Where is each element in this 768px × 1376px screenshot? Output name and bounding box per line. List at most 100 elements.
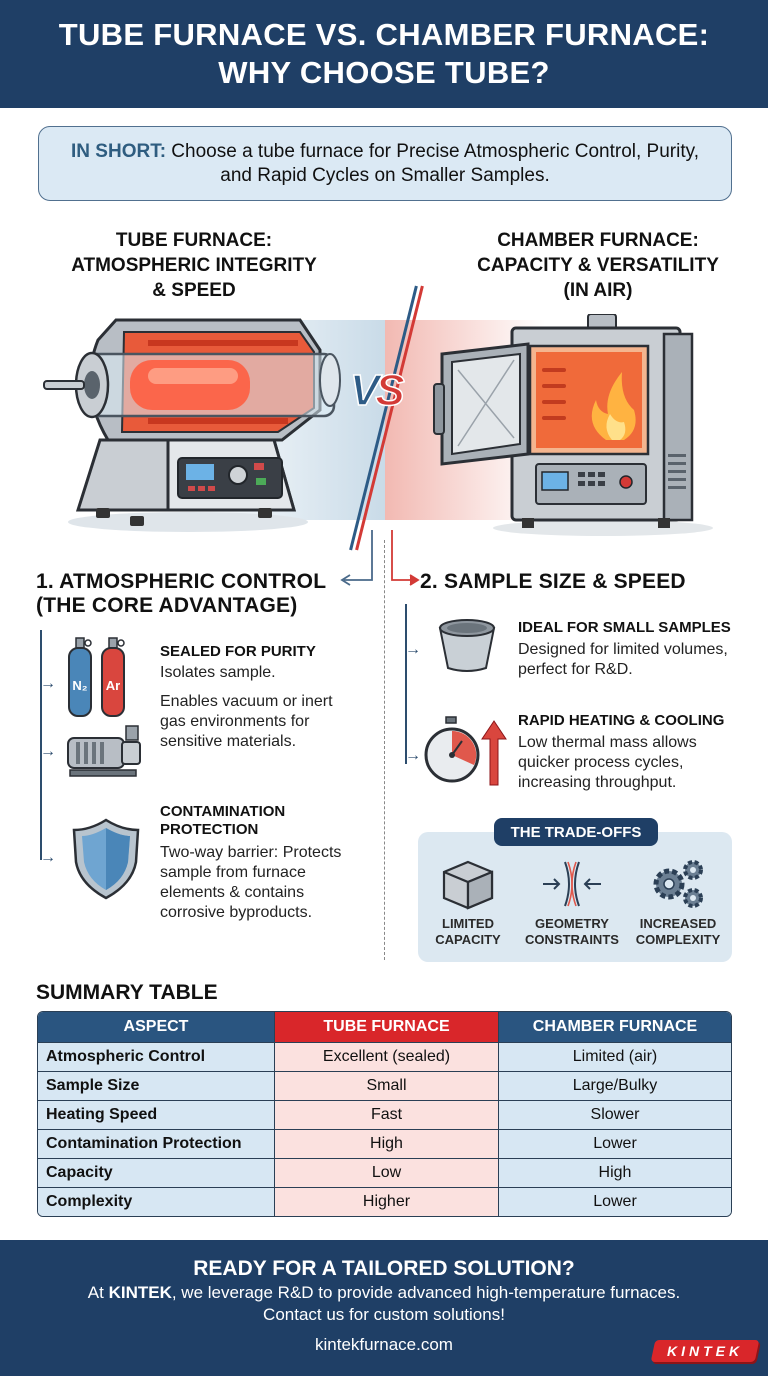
section-atmospheric-control-title: 1. ATMOSPHERIC CONTROL (THE CORE ADVANTA… xyxy=(36,570,366,618)
chamber-cell: Lower xyxy=(499,1187,731,1216)
in-short-box: IN SHORT: Choose a tube furnace for Prec… xyxy=(38,126,732,201)
cta-line-2: Contact us for custom solutions! xyxy=(263,1305,505,1324)
table-row: Heating Speed Fast Slower xyxy=(38,1100,731,1129)
tube-cell: Low xyxy=(275,1158,499,1187)
table-row: Sample Size Small Large/Bulky xyxy=(38,1071,731,1100)
kintek-logo: KINTEK xyxy=(650,1340,760,1362)
table-row: Contamination Protection High Lower xyxy=(38,1129,731,1158)
cta-line-1: At KINTEK, we leverage R&D to provide ad… xyxy=(0,1282,768,1304)
rapid-heating-title: RAPID HEATING & COOLING xyxy=(518,712,725,729)
contamination-title-line-2: PROTECTION xyxy=(160,821,259,838)
svg-text:Ar: Ar xyxy=(106,678,120,693)
chamber-heading-line-2: CAPACITY & VERSATILITY xyxy=(477,255,719,276)
tradeoffs-badge: THE TRADE-OFFS xyxy=(494,818,658,846)
section1-title-line-2: (THE CORE ADVANTAGE) xyxy=(36,594,298,617)
section-connector-lines xyxy=(340,530,420,586)
sealed-for-purity-desc-1: Isolates sample. xyxy=(160,664,276,681)
tube-cell: Excellent (sealed) xyxy=(275,1042,499,1071)
website-link[interactable]: kintekfurnace.com xyxy=(315,1335,453,1354)
page-header: TUBE FURNACE VS. CHAMBER FURNACE: WHY CH… xyxy=(0,0,768,108)
table-header-row: ASPECT TUBE FURNACE CHAMBER FURNACE xyxy=(38,1012,731,1042)
stopwatch-icon xyxy=(424,716,507,786)
footer-cta: READY FOR A TAILORED SOLUTION? At KINTEK… xyxy=(0,1240,768,1376)
aspect-cell: Sample Size xyxy=(38,1071,275,1100)
branch-arrow-icon: → xyxy=(40,849,56,866)
page-title-line-2: WHY CHOOSE TUBE? xyxy=(218,55,550,90)
tube-furnace-icon xyxy=(43,318,341,532)
tradeoff-label-line-2: CAPACITY xyxy=(435,932,501,947)
furnace-comparison-illustration: VS xyxy=(0,285,768,551)
table-row: Capacity Low High xyxy=(38,1158,731,1187)
tube-furnace-heading: TUBE FURNACE: ATMOSPHERIC INTEGRITY & SP… xyxy=(34,228,354,303)
chamber-heading-line-3: (IN AIR) xyxy=(563,280,633,301)
tube-cell: High xyxy=(275,1129,499,1158)
vacuum-pump-icon xyxy=(67,725,141,777)
tradeoff-label-line-2: CONSTRAINTS xyxy=(525,932,619,947)
cta-heading: READY FOR A TAILORED SOLUTION? xyxy=(193,1257,575,1280)
center-dashed-divider xyxy=(384,540,385,960)
in-short-lead: IN SHORT: xyxy=(71,140,167,162)
kintek-logo-text: KINTEK xyxy=(666,1343,744,1359)
vs-label: VS xyxy=(349,365,406,416)
section1-title-line-1: 1. ATMOSPHERIC CONTROL xyxy=(36,570,327,593)
shield-icon xyxy=(72,818,140,900)
summary-table: ASPECT TUBE FURNACE CHAMBER FURNACE Atmo… xyxy=(37,1011,732,1217)
rapid-heating-desc: Low thermal mass allows quicker process … xyxy=(518,734,697,791)
tradeoff-label-line-1: INCREASED xyxy=(639,916,717,931)
section1-tree-line xyxy=(40,630,42,860)
header-aspect: ASPECT xyxy=(38,1012,275,1042)
sealed-for-purity-desc-2: Enables vacuum or inert gas environments… xyxy=(160,693,333,750)
chamber-cell: Limited (air) xyxy=(499,1042,731,1071)
aspect-cell: Atmospheric Control xyxy=(38,1042,275,1071)
constraint-arrows-icon xyxy=(543,861,601,907)
chamber-cell: Slower xyxy=(499,1100,731,1129)
svg-text:N₂: N₂ xyxy=(72,678,87,693)
tube-cell: Higher xyxy=(275,1187,499,1216)
gas-cylinder-icons: N₂ Ar xyxy=(68,637,125,717)
tube-heading-line-1: TUBE FURNACE: xyxy=(115,230,273,251)
chamber-heading-line-1: CHAMBER FURNACE: xyxy=(497,230,699,251)
page-title-line-1: TUBE FURNACE VS. CHAMBER FURNACE: xyxy=(58,17,710,52)
contamination-protection-desc: Two-way barrier: Protects sample from fu… xyxy=(160,844,342,921)
vs-s: S xyxy=(375,365,406,416)
sealed-for-purity-title: SEALED FOR PURITY xyxy=(160,643,316,660)
box-icon xyxy=(442,860,494,910)
summary-table-title: SUMMARY TABLE xyxy=(36,981,218,1004)
in-short-text: Choose a tube furnace for Precise Atmosp… xyxy=(171,140,699,186)
vs-v: V xyxy=(349,365,380,416)
contamination-title-line-1: CONTAMINATION xyxy=(160,803,286,820)
header-chamber-furnace: CHAMBER FURNACE xyxy=(499,1012,731,1042)
branch-arrow-icon: → xyxy=(40,675,56,692)
chamber-cell: Lower xyxy=(499,1129,731,1158)
gears-icon xyxy=(653,860,703,908)
tube-heading-line-3: & SPEED xyxy=(152,280,236,301)
crucible-icon xyxy=(438,619,496,672)
chamber-cell: Large/Bulky xyxy=(499,1071,731,1100)
contamination-protection-title: CONTAMINATION PROTECTION xyxy=(160,803,370,839)
tube-cell: Fast xyxy=(275,1100,499,1129)
tradeoff-label-line-1: GEOMETRY xyxy=(535,916,609,931)
section2-tree-line xyxy=(405,604,407,764)
table-row: Complexity Higher Lower xyxy=(38,1187,731,1216)
chamber-cell: High xyxy=(499,1158,731,1187)
branch-arrow-icon: → xyxy=(405,747,421,764)
table-row: Atmospheric Control Excellent (sealed) L… xyxy=(38,1042,731,1071)
cta-line-1-post: , we leverage R&D to provide advanced hi… xyxy=(171,1283,681,1302)
aspect-cell: Heating Speed xyxy=(38,1100,275,1129)
brand-name: KINTEK xyxy=(108,1283,172,1302)
chamber-furnace-icon xyxy=(433,314,713,536)
tube-cell: Small xyxy=(275,1071,499,1100)
branch-arrow-icon: → xyxy=(405,641,421,658)
tube-heading-line-2: ATMOSPHERIC INTEGRITY xyxy=(71,255,317,276)
ideal-small-samples-desc: Designed for limited volumes, perfect fo… xyxy=(518,641,728,678)
ideal-small-samples-title: IDEAL FOR SMALL SAMPLES xyxy=(518,619,731,636)
aspect-cell: Capacity xyxy=(38,1158,275,1187)
tradeoff-label-line-2: COMPLEXITY xyxy=(635,932,721,947)
chamber-furnace-heading: CHAMBER FURNACE: CAPACITY & VERSATILITY … xyxy=(438,228,758,303)
aspect-cell: Contamination Protection xyxy=(38,1129,275,1158)
section-sample-size-title: 2. SAMPLE SIZE & SPEED xyxy=(420,570,686,593)
tradeoff-label-line-1: LIMITED xyxy=(442,916,494,931)
